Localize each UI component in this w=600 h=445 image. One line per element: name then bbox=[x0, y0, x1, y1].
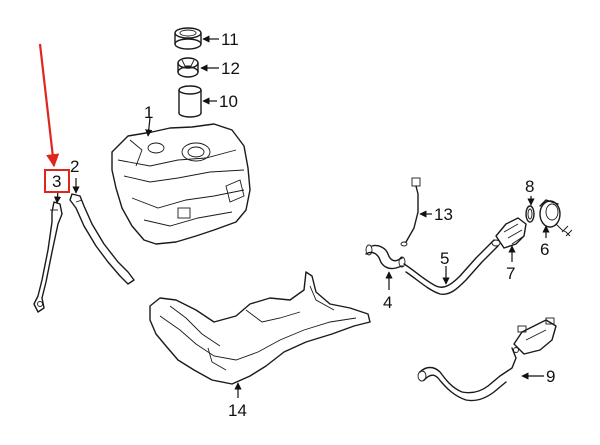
seal-part-12 bbox=[177, 57, 199, 78]
callout-7: 7 bbox=[506, 264, 515, 283]
fuel-pump-module-part-10 bbox=[178, 85, 202, 118]
callout-12: 12 bbox=[221, 59, 240, 78]
fuel-tank-part-1 bbox=[111, 123, 251, 245]
tank-strap-part-3 bbox=[33, 201, 63, 313]
red-pointer-arrow bbox=[38, 43, 60, 168]
lock-ring-part-11 bbox=[174, 27, 202, 50]
filler-pipe-part-5 bbox=[403, 239, 501, 295]
callout-10: 10 bbox=[219, 92, 238, 111]
fuel-cap-part-6 bbox=[539, 199, 573, 237]
callout-4: 4 bbox=[383, 293, 392, 312]
callout-3: 3 bbox=[52, 172, 61, 191]
callout-9: 9 bbox=[546, 367, 555, 386]
leader-1 bbox=[145, 117, 153, 137]
vent-tube-part-13 bbox=[400, 177, 421, 247]
filler-neck-part-7 bbox=[495, 217, 527, 249]
vapor-line-part-9 bbox=[417, 317, 557, 402]
heat-shield-part-14 bbox=[149, 271, 371, 385]
callout-6: 6 bbox=[540, 240, 549, 259]
tank-strap-part-2 bbox=[69, 193, 135, 285]
callout-5: 5 bbox=[440, 249, 449, 268]
callout-3-highlight-box bbox=[44, 169, 70, 193]
hose-part-4 bbox=[365, 244, 406, 270]
callout-2: 2 bbox=[70, 157, 79, 176]
callout-13: 13 bbox=[434, 205, 453, 224]
callout-14: 14 bbox=[228, 401, 247, 420]
gasket-part-8 bbox=[525, 205, 535, 223]
callout-11: 11 bbox=[221, 30, 239, 49]
callout-1: 1 bbox=[144, 103, 153, 122]
callout-8: 8 bbox=[525, 177, 534, 196]
